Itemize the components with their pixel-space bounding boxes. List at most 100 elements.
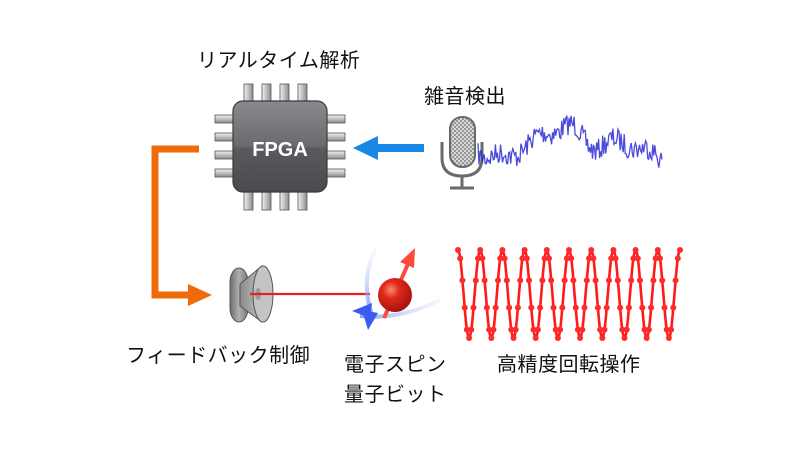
rotation-sample-point: [677, 247, 683, 253]
rotation-sample-point: [648, 304, 655, 311]
rotation-sample-point: [479, 255, 486, 262]
rotation-sample-point: [483, 304, 490, 311]
rotation-sample-point: [457, 255, 464, 262]
rotation-sample-point: [623, 326, 630, 333]
rotation-sample-point: [468, 326, 475, 333]
noise-signal-trace: [477, 115, 663, 168]
rotation-sample-point: [574, 326, 581, 333]
spin-vector-head: [400, 248, 415, 268]
rotation-sample-point: [488, 335, 495, 341]
rotation-sample-point: [628, 277, 635, 284]
rotation-sample-point: [672, 277, 679, 284]
rotation-sample-point: [514, 304, 521, 311]
rotation-sample-point: [599, 335, 606, 341]
rotation-sample-point: [619, 326, 626, 333]
fpga-chip-icon: FPGA: [214, 83, 346, 211]
rotation-sample-point: [463, 326, 470, 333]
rotation-sample-point: [603, 304, 610, 311]
rotation-sample-point: [670, 304, 677, 311]
rotation-sample-point: [495, 277, 501, 284]
rotation-sample-point: [561, 277, 568, 284]
rotation-sample-point: [645, 326, 652, 333]
rotation-sample-point: [559, 304, 566, 311]
rotation-sample-point: [577, 335, 584, 341]
rotation-sample-point: [512, 326, 519, 333]
rotation-sample-point: [568, 255, 575, 262]
rotation-sample-point: [490, 326, 497, 333]
rotation-sample-point: [503, 277, 510, 284]
rotation-sample-point: [661, 304, 668, 311]
label-realtime-analysis: リアルタイム解析: [197, 48, 361, 72]
rotation-sample-point: [477, 247, 484, 253]
rotation-sample-point: [668, 326, 675, 333]
rotation-sample-point: [508, 326, 515, 333]
rotation-sample-point: [548, 277, 555, 284]
rotation-sample-point: [572, 304, 579, 311]
rotation-sample-point: [665, 335, 672, 341]
rotation-sample-point: [586, 255, 592, 262]
rotation-sample-point: [492, 304, 499, 311]
rotation-sample-point: [475, 255, 481, 262]
rotation-sample-point: [674, 255, 681, 262]
rotation-sample-point: [610, 247, 617, 253]
microphone-icon: [440, 116, 484, 190]
rotation-sample-point: [608, 255, 615, 262]
rotation-sample-point: [563, 255, 570, 262]
rotation-sample-point: [601, 326, 608, 333]
rotation-sample-point: [521, 247, 528, 253]
rotation-sample-point: [523, 255, 530, 262]
rotation-sample-point: [530, 326, 537, 333]
rotation-sample-point: [532, 335, 539, 341]
rotation-sample-point: [594, 304, 601, 311]
rotation-sample-point: [519, 255, 526, 262]
label-feedback-control: フィードバック制御: [126, 343, 311, 367]
rotation-sample-point: [659, 277, 666, 284]
chip-pins-right: [322, 114, 346, 178]
rotation-sample-point: [637, 277, 643, 284]
rotation-sample-point: [654, 247, 661, 253]
label-qubit: 量子ビット: [344, 382, 447, 406]
rotation-sample-point: [541, 255, 548, 262]
rotation-sample-point: [630, 255, 637, 262]
rotation-sample-point: [552, 326, 559, 333]
rotation-sample-point: [592, 277, 599, 284]
rotation-sample-point: [641, 326, 648, 333]
rotation-sample-point: [472, 277, 479, 284]
rotation-sample-point: [639, 304, 646, 311]
rotation-signal-trace: [455, 247, 683, 341]
rotation-sample-point: [497, 255, 504, 262]
rotation-sample-point: [528, 304, 535, 311]
rotation-sample-point: [510, 335, 517, 341]
rotation-sample-point: [506, 304, 513, 311]
rotation-sample-point: [537, 304, 544, 311]
rotation-sample-point: [501, 255, 508, 262]
orbit-arrowhead-down: [362, 310, 378, 330]
rotation-sample-point: [634, 255, 641, 262]
rotation-sample-point: [663, 326, 670, 333]
rotation-sample-point: [481, 277, 488, 284]
rotation-sample-point: [657, 255, 663, 262]
rotation-sample-point: [606, 277, 612, 284]
rotation-sample-point: [625, 304, 632, 311]
rotation-sample-point: [579, 326, 586, 333]
electron-ball: [378, 278, 412, 312]
chip-body: [232, 100, 328, 193]
rotation-sample-point: [643, 335, 650, 341]
spin-rotation-icon: [352, 247, 441, 330]
rotation-sample-point: [588, 247, 595, 253]
rotation-sample-point: [617, 304, 624, 311]
rotation-sample-point: [546, 255, 552, 262]
feedback-arrow: [151, 145, 212, 306]
rotation-sample-point: [526, 277, 532, 284]
rotation-sample-point: [650, 277, 657, 284]
rotation-sample-point: [550, 304, 557, 311]
chip-pins-top: [243, 83, 308, 107]
rotation-sample-point: [554, 335, 561, 341]
rotation-sample-point: [583, 277, 590, 284]
rotation-sample-point: [621, 335, 628, 341]
rotation-sample-point: [570, 277, 577, 284]
rotation-sample-point: [534, 326, 541, 333]
rotation-sample-point: [612, 255, 619, 262]
